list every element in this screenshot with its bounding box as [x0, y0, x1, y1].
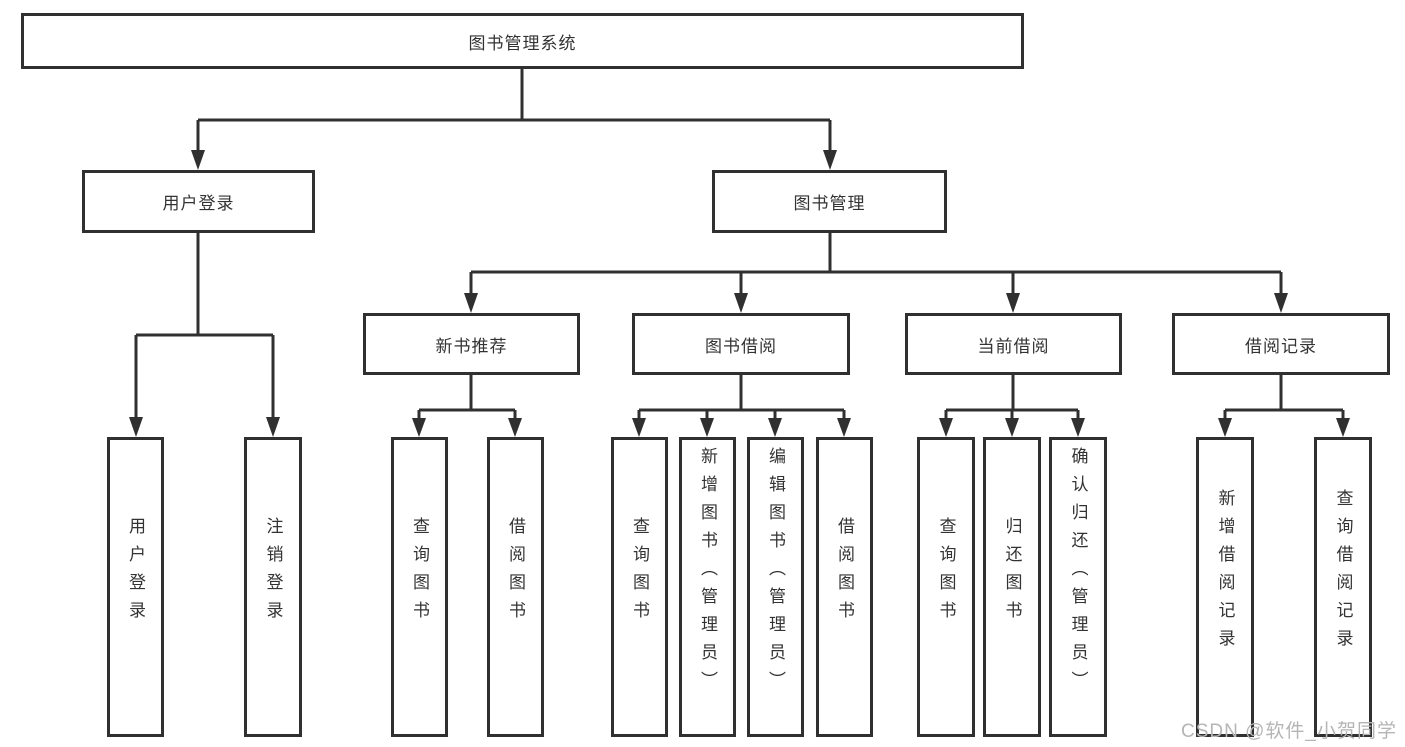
node-leaf-add-borrow-record: 新增借阅记录 — [1196, 437, 1254, 737]
node-leaf-recommend-borrow-books: 借阅图书 — [487, 437, 544, 737]
node-new-book-recommend-label: 新书推荐 — [435, 336, 508, 356]
node-leaf-borrow-books: 借阅图书 — [816, 437, 873, 737]
node-book-management-group: 图书管理 — [712, 170, 947, 233]
node-leaf-return-books-label: 归还图书 — [1002, 517, 1022, 629]
node-leaf-query-borrow-record: 查询借阅记录 — [1314, 437, 1372, 737]
node-book-management-group-label: 图书管理 — [793, 194, 866, 213]
node-leaf-current-query-books-label: 查询图书 — [936, 517, 956, 629]
node-leaf-current-query-books: 查询图书 — [917, 437, 975, 737]
node-leaf-recommend-borrow-books-label: 借阅图书 — [506, 517, 525, 629]
node-borrow-records-label: 借阅记录 — [1245, 336, 1317, 356]
node-leaf-user-login-label: 用户登录 — [126, 517, 145, 629]
node-user-login-group: 用户登录 — [82, 170, 315, 233]
node-leaf-borrow-query-books: 查询图书 — [611, 437, 668, 737]
node-leaf-borrow-books-label: 借阅图书 — [835, 517, 854, 629]
node-root-label: 图书管理系统 — [468, 33, 577, 53]
node-leaf-recommend-query-books: 查询图书 — [391, 437, 448, 737]
node-leaf-edit-book-admin: 编辑图书（管理员） — [747, 437, 804, 737]
node-leaf-confirm-return-admin-label: 确认归还（管理员） — [1068, 447, 1088, 699]
node-leaf-add-borrow-record-label: 新增借阅记录 — [1215, 489, 1235, 657]
node-leaf-add-book-admin-label: 新增图书（管理员） — [698, 447, 717, 699]
node-new-book-recommend: 新书推荐 — [363, 313, 580, 375]
node-borrow-records: 借阅记录 — [1172, 313, 1390, 375]
node-leaf-confirm-return-admin: 确认归还（管理员） — [1049, 437, 1107, 737]
node-current-borrow: 当前借阅 — [905, 313, 1122, 375]
node-leaf-edit-book-admin-label: 编辑图书（管理员） — [766, 447, 785, 699]
node-book-borrow-label: 图书借阅 — [705, 336, 777, 356]
csdn-watermark: CSDN @软件_小贺同学 — [1181, 721, 1397, 742]
node-leaf-logout-label: 注销登录 — [263, 517, 283, 629]
node-user-login-group-label: 用户登录 — [162, 194, 235, 213]
node-leaf-logout: 注销登录 — [244, 437, 302, 737]
node-leaf-recommend-query-books-label: 查询图书 — [410, 517, 429, 629]
node-leaf-return-books: 归还图书 — [983, 437, 1041, 737]
node-leaf-user-login: 用户登录 — [107, 437, 164, 737]
node-root: 图书管理系统 — [21, 13, 1024, 69]
node-leaf-borrow-query-books-label: 查询图书 — [630, 517, 649, 629]
node-book-borrow: 图书借阅 — [632, 313, 850, 375]
node-current-borrow-label: 当前借阅 — [977, 336, 1050, 356]
node-leaf-add-book-admin: 新增图书（管理员） — [679, 437, 736, 737]
node-leaf-query-borrow-record-label: 查询借阅记录 — [1333, 489, 1353, 657]
